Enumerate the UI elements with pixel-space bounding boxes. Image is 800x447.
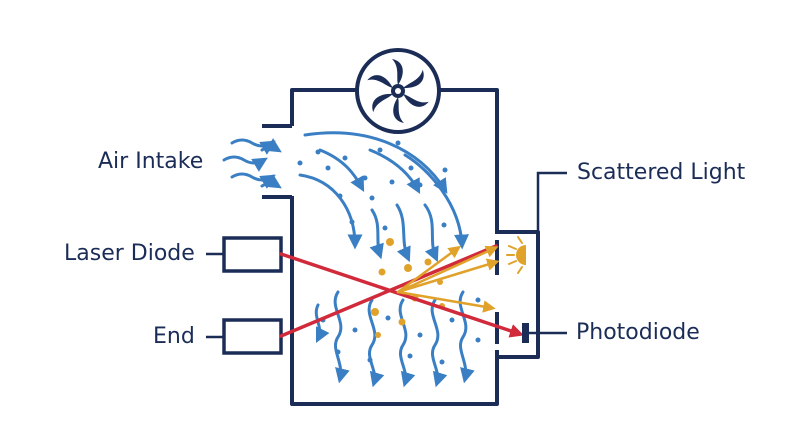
air-particles (297, 140, 481, 365)
chamber-airflow-curves (298, 131, 469, 263)
laser-beam-return (279, 244, 498, 338)
light-burst-icon (506, 236, 526, 274)
label-scattered-light: Scattered Light (577, 160, 746, 185)
chamber-outline (262, 88, 540, 406)
scattered-light-rays (396, 245, 500, 313)
sensor-housing (497, 230, 540, 359)
photodiode-bar-icon (522, 323, 529, 343)
laser-beam-primary (279, 252, 524, 338)
leader-lines (206, 171, 567, 339)
chamber-wall-left-top (290, 88, 356, 126)
chamber-wall-right-top (440, 88, 499, 234)
end-box (222, 318, 283, 355)
fan-icon (355, 48, 441, 134)
label-laser-diode: Laser Diode (64, 241, 195, 266)
leader-scattered-light (536, 171, 567, 232)
label-photodiode: Photodiode (576, 320, 700, 345)
chamber-wall-right-bottom (290, 196, 499, 406)
laser-beams (279, 244, 524, 338)
intake-airflow-arrows (222, 138, 282, 189)
label-air-intake: Air Intake (98, 149, 204, 174)
laser-diode-box (222, 236, 283, 273)
smoke-particles (371, 238, 445, 338)
label-end: End (153, 324, 195, 349)
